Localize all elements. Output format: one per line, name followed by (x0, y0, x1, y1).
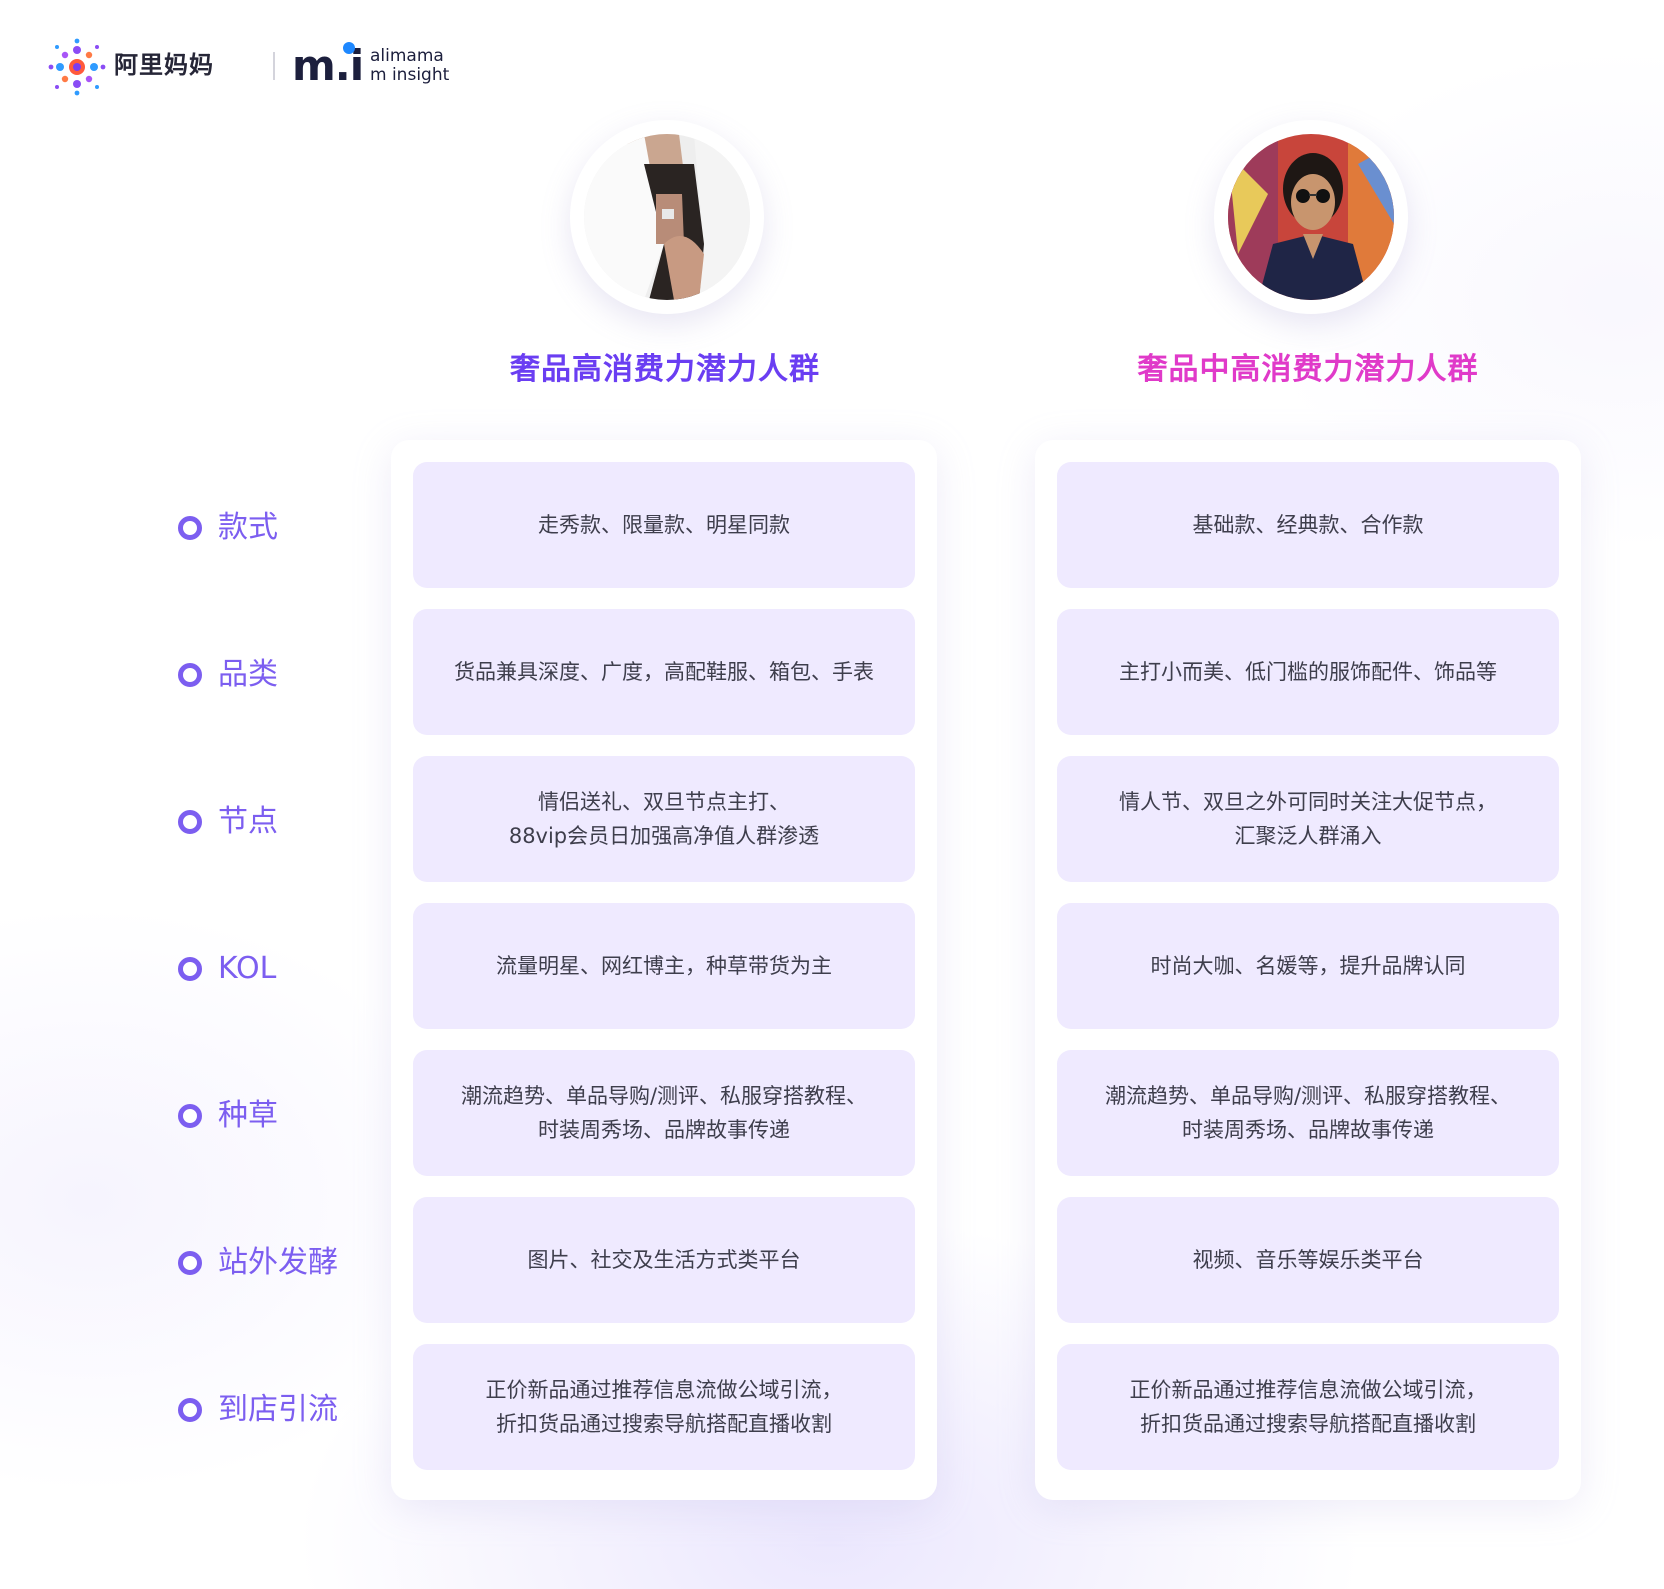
column-title-mid-high-spending: 奢品中高消费力潜力人群 (1137, 352, 1479, 387)
row-label-store-traffic: 到店引流 (178, 1386, 338, 1434)
ring-bullet-icon (178, 1104, 202, 1128)
row-label-text: 节点 (218, 804, 278, 839)
mi-logo-sub-line1: alimama (370, 46, 444, 66)
brand-divider (273, 52, 275, 80)
cell-text: 正价新品通过推荐信息流做公域引流， (485, 1378, 843, 1402)
cell-text: 图片、社交及生活方式类平台 (527, 1248, 801, 1272)
avatar-mid-high-spending (1214, 120, 1408, 314)
row-label-category: 品类 (178, 651, 278, 699)
cell-kol: 时尚大咖、名媛等，提升品牌认同 (1057, 903, 1559, 1029)
cell-text: 主打小而美、低门槛的服饰配件、饰品等 (1119, 660, 1497, 684)
cell-seeding: 潮流趋势、单品导购/测评、私服穿搭教程、 时装周秀场、品牌故事传递 (413, 1050, 915, 1176)
mi-logo-subtitle: alimama m insight (370, 47, 449, 85)
brand-header: 阿里妈妈 m.i alimama m insight (48, 36, 449, 96)
cell-text: 正价新品通过推荐信息流做公域引流， (1129, 1378, 1487, 1402)
alimama-logo-icon (48, 38, 106, 96)
mi-logo-dot-icon (343, 42, 355, 54)
cell-node: 情人节、双旦之外可同时关注大促节点， 汇聚泛人群涌入 (1057, 756, 1559, 882)
column-title-high-spending: 奢品高消费力潜力人群 (510, 352, 820, 387)
row-label-offsite: 站外发酵 (178, 1239, 338, 1287)
cell-text: 基础款、经典款、合作款 (1192, 513, 1424, 537)
cell-style: 走秀款、限量款、明星同款 (413, 462, 915, 588)
ring-bullet-icon (178, 810, 202, 834)
cell-text: 走秀款、限量款、明星同款 (538, 513, 790, 537)
brand-name: 阿里妈妈 (114, 51, 214, 79)
mi-logo-sub-line2: m insight (370, 65, 450, 85)
cell-text: 汇聚泛人群涌入 (1234, 824, 1382, 848)
ring-bullet-icon (178, 1251, 202, 1275)
ring-bullet-icon (178, 1398, 202, 1422)
cell-kol: 流量明星、网红博主，种草带货为主 (413, 903, 915, 1029)
avatar-high-spending (570, 120, 764, 314)
panel-mid-high-spending: 基础款、经典款、合作款 主打小而美、低门槛的服饰配件、饰品等 情人节、双旦之外可… (1035, 440, 1581, 1500)
cell-text: 情人节、双旦之外可同时关注大促节点， (1119, 790, 1497, 814)
cell-text: 折扣货品通过搜索导航搭配直播收割 (1140, 1412, 1476, 1436)
cell-text: 时装周秀场、品牌故事传递 (538, 1118, 790, 1142)
cell-category: 货品兼具深度、广度，高配鞋服、箱包、手表 (413, 609, 915, 735)
cell-node: 情侣送礼、双旦节点主打、 88vip会员日加强高净值人群渗透 (413, 756, 915, 882)
cell-store-traffic: 正价新品通过推荐信息流做公域引流， 折扣货品通过搜索导航搭配直播收割 (1057, 1344, 1559, 1470)
row-label-text: 种草 (218, 1098, 278, 1133)
cell-text: 货品兼具深度、广度，高配鞋服、箱包、手表 (454, 660, 874, 684)
cell-text: 88vip会员日加强高净值人群渗透 (508, 824, 820, 848)
cell-seeding: 潮流趋势、单品导购/测评、私服穿搭教程、 时装周秀场、品牌故事传递 (1057, 1050, 1559, 1176)
ring-bullet-icon (178, 516, 202, 540)
row-label-node: 节点 (178, 798, 278, 846)
cell-text: 时装周秀场、品牌故事传递 (1182, 1118, 1434, 1142)
cell-text: 折扣货品通过搜索导航搭配直播收割 (496, 1412, 832, 1436)
cell-text: 潮流趋势、单品导购/测评、私服穿搭教程、 (1104, 1084, 1512, 1108)
row-label-text: 站外发酵 (218, 1245, 338, 1280)
row-label-text: 品类 (218, 657, 278, 692)
row-label-seeding: 种草 (178, 1092, 278, 1140)
woman-white-blazer-photo (584, 134, 750, 300)
cell-offsite: 图片、社交及生活方式类平台 (413, 1197, 915, 1323)
woman-sunglasses-photo (1228, 134, 1394, 300)
cell-store-traffic: 正价新品通过推荐信息流做公域引流， 折扣货品通过搜索导航搭配直播收割 (413, 1344, 915, 1470)
cell-category: 主打小而美、低门槛的服饰配件、饰品等 (1057, 609, 1559, 735)
cell-text: 流量明星、网红博主，种草带货为主 (496, 954, 832, 978)
cell-offsite: 视频、音乐等娱乐类平台 (1057, 1197, 1559, 1323)
cell-text: 情侣送礼、双旦节点主打、 (538, 790, 790, 814)
cell-text: 视频、音乐等娱乐类平台 (1192, 1248, 1424, 1272)
cell-text: 潮流趋势、单品导购/测评、私服穿搭教程、 (460, 1084, 868, 1108)
row-label-style: 款式 (178, 504, 278, 552)
row-label-text: KOL (218, 951, 277, 986)
cell-style: 基础款、经典款、合作款 (1057, 462, 1559, 588)
row-label-text: 到店引流 (218, 1392, 338, 1427)
panel-high-spending: 走秀款、限量款、明星同款 货品兼具深度、广度，高配鞋服、箱包、手表 情侣送礼、双… (391, 440, 937, 1500)
row-label-kol: KOL (178, 945, 276, 993)
ring-bullet-icon (178, 957, 202, 981)
ring-bullet-icon (178, 663, 202, 687)
cell-text: 时尚大咖、名媛等，提升品牌认同 (1150, 954, 1466, 978)
row-label-text: 款式 (218, 510, 278, 545)
